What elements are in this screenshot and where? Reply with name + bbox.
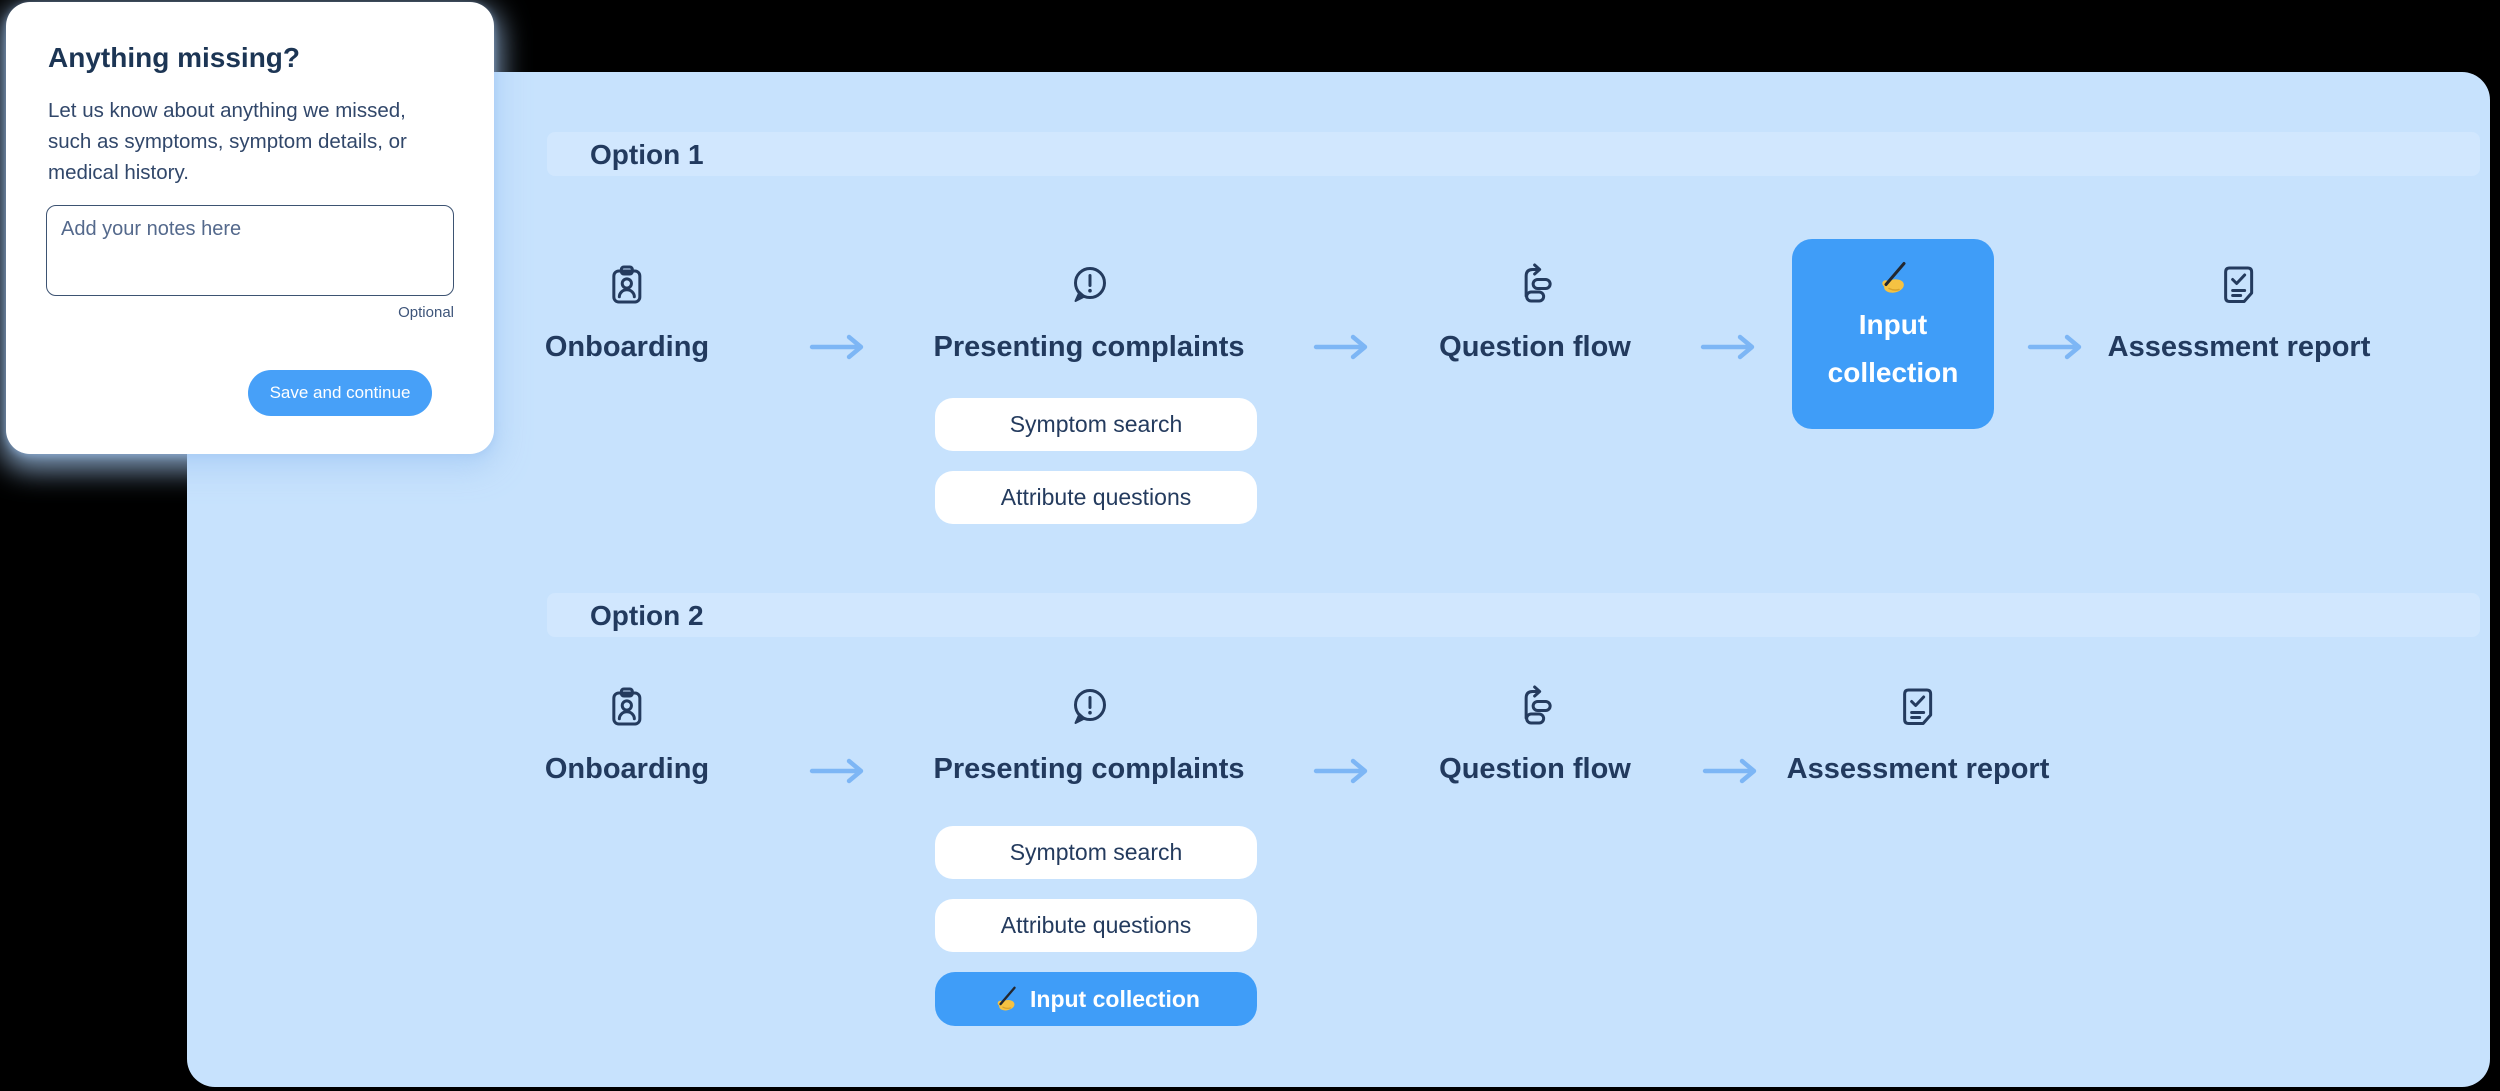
- option2-row-highlight: [547, 593, 2480, 637]
- feedback-popover: Anything missing? Let us know about anyt…: [6, 2, 494, 454]
- arrow-right-icon: [1702, 757, 1760, 785]
- flow2-substep-input-collection-highlighted: Input collection: [935, 972, 1257, 1026]
- report-check-icon: [1903, 688, 1933, 725]
- substep-label: Input collection: [1030, 985, 1200, 1012]
- substep-label: Attribute questions: [1000, 912, 1192, 938]
- flow1-substep-symptom-search: Symptom search: [935, 398, 1257, 451]
- flow2-substep-symptom-search: Symptom search: [935, 826, 1257, 879]
- arrow-right-icon: [1313, 333, 1371, 361]
- notes-textarea[interactable]: [46, 205, 454, 296]
- popover-description: Let us know about anything we missed, su…: [48, 99, 407, 184]
- flow-branch-icon: [1524, 685, 1552, 725]
- flow-node-label: Presenting complaints: [933, 753, 1245, 785]
- arrow-right-icon: [1313, 757, 1371, 785]
- flow-node-label: Assessment report: [2107, 331, 2371, 363]
- flow2-node-question-flow: Question flow: [1439, 684, 1631, 786]
- optional-label: Optional: [398, 304, 454, 321]
- flow1-node-question-flow: Question flow: [1439, 262, 1631, 364]
- arrow-right-icon: [2027, 333, 2085, 361]
- flow-node-label: Input collection: [1827, 309, 1959, 388]
- option1-row-highlight: [547, 132, 2480, 176]
- substep-label: Symptom search: [1009, 411, 1183, 437]
- flow-node-label: Onboarding: [544, 753, 710, 785]
- flow1-node-assessment-report: Assessment report: [2107, 262, 2371, 364]
- flow2-node-assessment-report: Assessment report: [1786, 684, 2050, 786]
- flow1-node-onboarding: Onboarding: [545, 262, 709, 364]
- alert-speech-bubble-icon: [1073, 267, 1106, 303]
- substep-label: Attribute questions: [1000, 484, 1192, 510]
- flow-node-label: Presenting complaints: [933, 331, 1245, 363]
- popover-title: Anything missing?: [48, 42, 300, 73]
- arrow-right-icon: [809, 757, 867, 785]
- flow-node-label: Onboarding: [544, 331, 710, 363]
- flow-node-label: Question flow: [1439, 331, 1631, 363]
- diagram-panel: [187, 72, 2490, 1087]
- flow1-node-input-collection-highlighted: Input collection: [1792, 239, 1994, 429]
- flow2-substep-attribute-questions: Attribute questions: [935, 899, 1257, 952]
- save-and-continue-button[interactable]: Save and continue: [248, 370, 432, 416]
- flow-node-label: Question flow: [1439, 753, 1631, 785]
- flow2-node-presenting-complaints: Presenting complaints: [933, 684, 1245, 786]
- arrow-right-icon: [809, 333, 867, 361]
- writing-hand-icon: [1880, 262, 1907, 296]
- writing-hand-icon: [996, 986, 1017, 1013]
- flow-branch-icon: [1524, 263, 1552, 303]
- flow1-node-presenting-complaints: Presenting complaints: [933, 262, 1245, 364]
- arrow-right-icon: [1700, 333, 1758, 361]
- flow2-node-onboarding: Onboarding: [545, 684, 709, 786]
- option1-title: Option 1: [590, 139, 704, 170]
- substep-label: Symptom search: [1009, 839, 1183, 865]
- flow-node-label: Assessment report: [1786, 753, 2050, 785]
- report-check-icon: [2224, 266, 2254, 303]
- alert-speech-bubble-icon: [1073, 689, 1106, 725]
- flow1-substep-attribute-questions: Attribute questions: [935, 471, 1257, 524]
- id-badge-icon: [612, 265, 642, 304]
- option2-title: Option 2: [590, 600, 704, 631]
- id-badge-icon: [612, 687, 642, 726]
